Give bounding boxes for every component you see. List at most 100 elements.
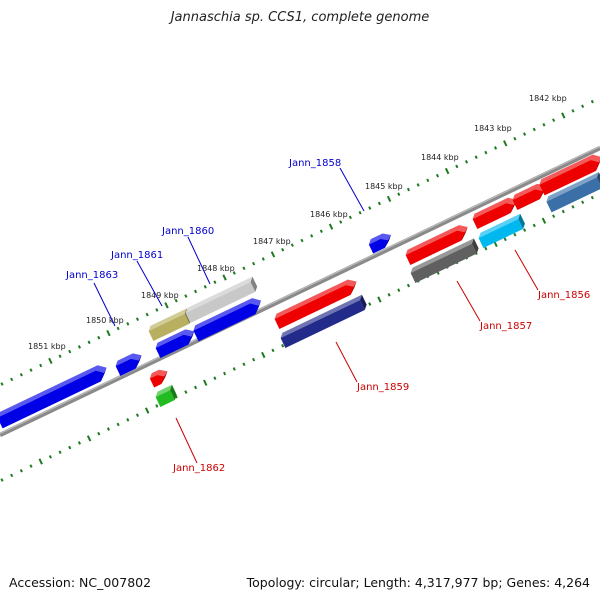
gene-feature[interactable] [538, 152, 600, 196]
tick [532, 127, 536, 132]
accession-text: Accession: NC_007802 [9, 575, 152, 590]
gene-side-face [471, 238, 479, 254]
gene-feature[interactable] [273, 277, 361, 329]
gene-top-face [405, 225, 468, 256]
tick [10, 473, 14, 478]
gene-feature[interactable] [409, 238, 480, 283]
gene-body [539, 159, 600, 196]
gene-label-leader [136, 260, 163, 307]
gene-label[interactable]: Jann_1860 [161, 226, 214, 237]
gene-body [368, 238, 390, 254]
tick [77, 441, 81, 445]
gene-labels: Jann_1858Jann_1860Jann_1861Jann_1863Jann… [65, 158, 590, 474]
gene-label-leader [339, 167, 365, 212]
gene-label[interactable]: Jann_1862 [172, 463, 225, 474]
gene-feature[interactable] [477, 213, 527, 248]
tick [523, 228, 527, 232]
gene-feature[interactable] [114, 350, 146, 376]
gene-side-face [250, 276, 258, 292]
tick [97, 335, 101, 340]
gene-feature[interactable] [148, 367, 171, 388]
tick [319, 229, 323, 234]
tick [213, 280, 217, 284]
gene-feature[interactable] [0, 362, 111, 429]
gene-feature[interactable] [184, 276, 259, 323]
tick [503, 140, 508, 147]
tick [406, 283, 411, 288]
tick [406, 187, 411, 192]
tick [10, 377, 14, 382]
tick [590, 195, 594, 200]
gene-feature[interactable] [545, 172, 600, 213]
scale-label: 1847 kbp [253, 237, 291, 246]
tick [164, 302, 169, 309]
gene-feature[interactable] [367, 231, 395, 254]
tick [203, 285, 207, 289]
gene-top-face [546, 172, 599, 202]
tick [290, 243, 294, 247]
tick [144, 407, 150, 414]
tick [397, 192, 401, 196]
tick [97, 431, 101, 436]
tick [0, 478, 4, 482]
tick [464, 160, 469, 164]
gene-top-face [148, 308, 187, 332]
gene-body [512, 189, 544, 210]
tick [300, 238, 304, 243]
tick [281, 247, 285, 252]
scale-label: 1851 kbp [28, 342, 66, 351]
scale-label: 1843 kbp [474, 124, 512, 133]
tick [184, 390, 188, 394]
tick [135, 317, 140, 321]
backbone-highlight [0, 145, 600, 435]
gene-body [472, 203, 515, 229]
tick [126, 322, 130, 326]
tick [0, 382, 4, 386]
tick [377, 201, 381, 206]
tick [203, 379, 208, 386]
tick [426, 178, 430, 183]
tick [242, 266, 246, 271]
gene-label[interactable]: Jann_1859 [356, 382, 409, 393]
tick [29, 368, 33, 372]
gene-body [193, 303, 260, 342]
scale-label: 1842 kbp [529, 94, 567, 103]
tick [252, 357, 256, 362]
gene-feature[interactable] [279, 294, 368, 348]
gene-side-face [188, 331, 195, 345]
gene-label[interactable]: Jann_1861 [110, 250, 163, 261]
tick [358, 210, 362, 215]
gene-feature[interactable] [192, 295, 266, 342]
gene-body [115, 358, 140, 376]
tick [223, 371, 227, 376]
gene-label-leader [514, 249, 539, 291]
gene-side-face [255, 300, 262, 315]
scale-label: 1844 kbp [421, 153, 459, 162]
gene-label-leader [335, 341, 358, 383]
tick [270, 251, 276, 258]
gene-feature[interactable] [404, 222, 472, 265]
tick [174, 298, 178, 303]
tick [261, 351, 266, 359]
gene-top-face [274, 279, 357, 320]
tick [348, 215, 352, 220]
tick [48, 357, 53, 364]
tick [368, 206, 372, 210]
tick [38, 458, 43, 465]
tick [116, 422, 120, 427]
tick [29, 464, 33, 468]
gene-side-face [170, 384, 177, 401]
gene-feature[interactable] [154, 384, 179, 407]
gene-top-face [0, 365, 107, 418]
tick [552, 118, 556, 122]
gene-side-face [461, 227, 468, 241]
gene-label[interactable]: Jann_1863 [65, 270, 118, 281]
tick [145, 312, 149, 317]
tick [590, 99, 594, 104]
gene-label[interactable]: Jann_1856 [537, 290, 590, 301]
gene-feature[interactable] [154, 326, 198, 358]
gene-side-face [100, 367, 107, 382]
gene-label[interactable]: Jann_1857 [479, 321, 532, 332]
gene-label[interactable]: Jann_1858 [288, 158, 341, 169]
